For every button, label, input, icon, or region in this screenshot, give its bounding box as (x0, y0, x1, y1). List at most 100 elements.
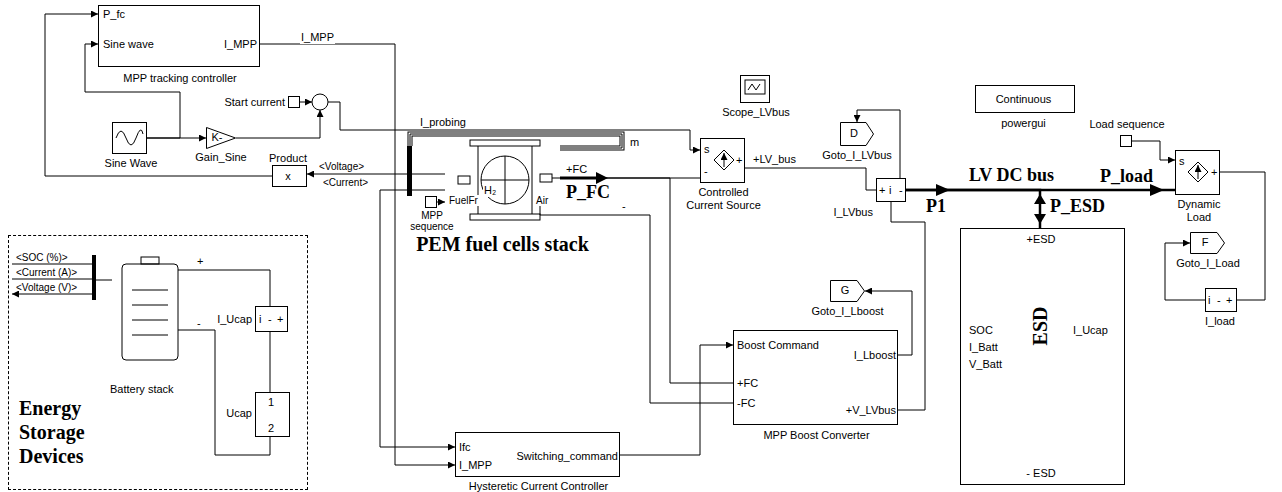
block-label: I_Ucap (1073, 324, 1108, 337)
block-label: I_load (1196, 315, 1244, 328)
block: +ESDSOCI_BattV_BattI_UcapESD- ESD (960, 228, 1125, 485)
block-label: MPP tracking controller (89, 72, 271, 85)
block-label: + (1211, 166, 1217, 179)
block-outline (841, 123, 874, 146)
fuel-cell-port (540, 174, 552, 182)
block-label: powergui (976, 117, 1071, 130)
diagram-label: m (630, 136, 639, 149)
block-label: Ifc (459, 441, 471, 454)
diagram-label: P_load (1100, 166, 1153, 187)
block-label: Controlled Current Source (681, 186, 766, 212)
wire (96, 280, 112, 281)
block-label: i (889, 184, 891, 197)
signal-label: <Voltage> (318, 161, 365, 172)
wire (328, 102, 700, 150)
block-label: + (1226, 294, 1232, 307)
diagram-label: <Voltage (V)> (16, 282, 77, 293)
block-label: i (1208, 294, 1210, 307)
block-label: s (704, 143, 710, 156)
block: FuelFrH₂AirPEM fuel cells stack (445, 140, 560, 225)
signal-wire (307, 174, 445, 175)
block: MPP sequence (425, 196, 437, 208)
block-label: Goto_I_Load (1175, 257, 1241, 270)
block-label: D (844, 127, 864, 140)
block-label: I_MPP (459, 459, 492, 472)
current-source-arrow (724, 153, 725, 167)
scope-symbol (745, 80, 765, 94)
signal-wire (85, 44, 180, 138)
sine-symbol (116, 130, 143, 145)
block-outline (1191, 233, 1225, 254)
block-label: Product (258, 152, 318, 165)
block-label: I_Batt (969, 341, 998, 354)
block-outline (831, 281, 865, 302)
drawing-part (12, 80, 1208, 455)
block-label: Scope_LVbus (721, 106, 791, 119)
signal-wire (195, 270, 270, 306)
signal-wire (270, 332, 271, 392)
block-label: K- (208, 131, 226, 144)
signal-wire (1132, 141, 1175, 160)
block-label: Energy Storage Devices (19, 396, 129, 468)
diagram-label: P_FC (566, 182, 610, 203)
signal-label: <Current> (322, 177, 369, 188)
diagram-label: P1 (926, 196, 946, 217)
current-source-arrow (1198, 165, 1199, 179)
block-label: Goto_I_Lboost (805, 305, 890, 318)
block: Boost Command+FC-FCI_Lboost+V_LVbusMPP B… (733, 330, 898, 425)
signal-wire (147, 138, 206, 139)
battery-cap (141, 257, 159, 264)
block-label: SOC (969, 324, 993, 337)
block: i-+I_load (1205, 288, 1237, 312)
block-label: Hysteretic Current Controller (456, 480, 621, 492)
block-label: + (879, 184, 885, 197)
block: Continuouspowergui (975, 85, 1075, 113)
block-label: Start current (223, 96, 285, 109)
block: Scope_LVbus (740, 75, 770, 103)
block: xProduct (272, 165, 307, 187)
fuel-cell-plate (470, 214, 540, 220)
block-label: Dynamic Load (1174, 198, 1224, 224)
sum-block (312, 94, 328, 110)
fuel-cell-rod (478, 146, 532, 214)
wire (300, 102, 312, 103)
battery-cells (132, 290, 168, 335)
block: s-+Controlled Current Source (700, 138, 745, 183)
block-label: +V_LVbus (819, 404, 896, 417)
block: s+Dynamic Load (1175, 150, 1220, 195)
block-label: s (1179, 155, 1185, 168)
block-label: + (277, 313, 283, 326)
block: i-+I_Ucap (255, 306, 288, 332)
diagram-label: - (622, 200, 626, 213)
block-label: P_fc (103, 8, 125, 21)
block: Start current (288, 96, 300, 108)
scope-trace (748, 84, 760, 90)
signal-wire (891, 202, 925, 410)
bus-wire (410, 134, 622, 148)
current-source-symbol (1188, 162, 1208, 182)
block-outline (207, 128, 236, 149)
goto-block: DGoto_I_LVbus (840, 122, 874, 146)
diagram-label: <Current (A)> (16, 267, 77, 278)
block: Sine Wave (112, 122, 147, 154)
signal-label: +LV_bus (752, 153, 797, 166)
drawing-part (92, 146, 1164, 300)
battery-symbol (122, 264, 178, 360)
goto-block: GGoto_I_Lboost (830, 280, 865, 302)
block: P_fcSine waveI_MPPMPP tracking controlle… (98, 5, 260, 67)
block: IfcI_MPPSwitching_commandHysteretic Curr… (455, 432, 620, 477)
block-label: Sine wave (103, 38, 154, 51)
fuel-cell-core (481, 156, 529, 204)
block-label: H₂ (483, 184, 497, 197)
signal-wire (620, 345, 733, 455)
diagram-label: P_ESD (1050, 196, 1105, 217)
signal-label: LV DC bus (968, 165, 1055, 186)
block-label: - (1217, 294, 1221, 307)
block-label: x (273, 170, 303, 183)
block: Load sequence (1120, 135, 1132, 147)
fuel-cell-plate (470, 140, 540, 146)
wire (12, 264, 92, 294)
signal-wire (906, 189, 1175, 192)
bus-selector (407, 146, 412, 196)
